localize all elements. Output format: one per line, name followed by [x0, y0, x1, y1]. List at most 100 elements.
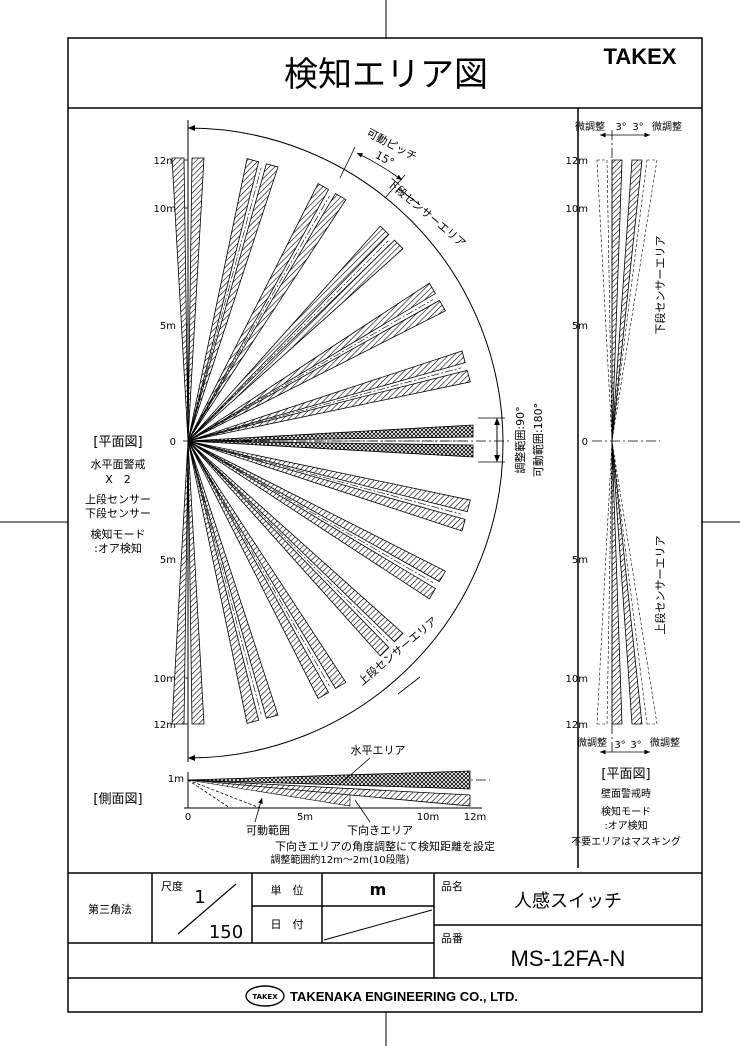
wall-axis-label: 0	[582, 437, 588, 448]
beam-zone	[171, 157, 189, 442]
plan-axis-label: 12m	[154, 156, 176, 167]
beam-zone	[187, 225, 390, 442]
beam-zone	[187, 440, 446, 583]
unit-label: 単 位	[271, 883, 304, 897]
beam-zone	[187, 183, 330, 442]
plan-note-5: 検知モード	[91, 527, 146, 541]
side-view-label: [側面図]	[93, 792, 142, 807]
beam-centerline	[187, 440, 389, 642]
plan-view-label: [平面図]	[93, 435, 142, 450]
plan-fan-beams	[171, 157, 474, 725]
upper-sensor-area-label: 上段センサーエリア	[355, 614, 440, 688]
wall-view: 12m 10m 5m 0 5m 10m 12m 微調整 3° 3° 微調整 微調整 3° 3…	[566, 120, 682, 848]
side-note-1: 下向きエリアの角度調整にて検知距離を設定	[275, 839, 495, 853]
beam-zone	[187, 440, 279, 719]
side-x-label-10m: 10m	[417, 812, 439, 823]
movable-range-arc	[187, 125, 504, 761]
beam-centerline	[187, 367, 462, 442]
beam-zone	[187, 350, 466, 442]
side-x-label-0: 0	[185, 812, 191, 823]
angle-top-left: 3°	[615, 122, 626, 133]
plan-axis-label: 0	[170, 437, 176, 448]
product-no-label: 品番	[441, 932, 463, 945]
plan-note-2: X 2	[105, 473, 131, 486]
side-x-label-5m: 5m	[297, 812, 313, 823]
angle-top-right: 3°	[632, 122, 643, 133]
beam-centerline	[187, 440, 262, 715]
plan-note-4: 下段センサー	[85, 506, 151, 520]
beam-zone	[187, 440, 347, 689]
beam-zone	[187, 299, 446, 442]
wall-upper-area-label: 上段センサーエリア	[653, 536, 667, 635]
beam-zone	[187, 440, 390, 657]
lower-sensor-area-label: 下段センサーエリア	[384, 176, 469, 250]
wall-axis-label: 5m	[572, 321, 588, 332]
fine-adjust-bottom-left: 微調整	[577, 736, 607, 749]
fine-adjust-top-right: 微調整	[652, 120, 682, 133]
beam-centerline	[187, 440, 434, 583]
wall-axis-label: 12m	[566, 156, 588, 167]
wall-axis-label: 5m	[572, 555, 588, 566]
unit-value: m	[370, 880, 387, 899]
wall-note-1: 壁面警戒時	[601, 787, 651, 800]
beam-zone	[187, 369, 471, 442]
beam-zone	[187, 282, 436, 442]
beam-zone	[187, 440, 260, 724]
wall-note-2: 検知モード	[601, 805, 651, 818]
beam-zone	[187, 440, 466, 532]
beam-centerline	[187, 299, 434, 442]
horizontal-area-label: 水平エリア	[351, 744, 406, 757]
downward-area-label: 下向きエリア	[347, 823, 413, 837]
wall-beams	[592, 130, 660, 755]
wall-axis-ticks: 12m 10m 5m 0 5m 10m 12m	[566, 156, 588, 731]
date-label: 日 付	[271, 918, 304, 931]
product-name-label: 品名	[441, 879, 463, 893]
sheet-frame	[67, 37, 703, 1013]
wall-view-label: [平面図]	[601, 767, 650, 782]
beam-zone	[187, 440, 471, 513]
plan-note-1: 水平面警戒	[91, 457, 146, 471]
wall-axis-label: 10m	[566, 204, 588, 215]
wall-axis-label: 10m	[566, 674, 588, 685]
fine-adjust-bottom-right: 微調整	[650, 736, 680, 749]
beam-zone	[171, 440, 189, 725]
scale-denominator: 150	[209, 922, 243, 943]
projection-label: 第三角法	[88, 902, 132, 916]
side-note-2: 調整範囲約12m～2m(10段階)	[270, 853, 409, 866]
beam-zone	[187, 163, 279, 442]
beam-zone	[187, 239, 404, 442]
beam-centerline	[187, 167, 262, 442]
wall-lower-area-label: 下段センサーエリア	[653, 236, 667, 335]
beam-centerline	[187, 440, 330, 687]
product-number: MS-12FA-N	[511, 946, 626, 971]
scale-numerator: 1	[194, 887, 205, 908]
beam-zone	[187, 440, 436, 600]
angle-bottom-left: 3°	[614, 740, 625, 751]
fine-adjust-top-left: 微調整	[575, 120, 605, 133]
plan-axis-label: 5m	[160, 555, 176, 566]
wall-axis-label: 12m	[566, 720, 588, 731]
company-logo: TAKEX	[245, 985, 285, 1007]
beam-zone	[187, 158, 260, 442]
beam-centerline	[187, 440, 462, 515]
product-name: 人感スイッチ	[514, 891, 622, 912]
side-y-label: 1m	[168, 774, 184, 785]
beam-zone	[187, 440, 404, 643]
beam-centerline	[187, 195, 330, 442]
sheet-title: 検知エリア図	[284, 55, 488, 95]
movable-range-side-label: 可動範囲	[246, 823, 290, 837]
company-name: TAKENAKA ENGINEERING CO., LTD.	[290, 989, 518, 1004]
movable-range-label: 可動範囲:180°	[531, 403, 545, 477]
svg-text:TAKEX: TAKEX	[252, 993, 278, 1001]
wall-note-3: :オア検知	[604, 819, 647, 832]
angle-bottom-right: 3°	[630, 740, 641, 751]
beam-zone	[187, 424, 474, 442]
plan-axis-label: 5m	[160, 321, 176, 332]
plan-note-6: :オア検知	[94, 541, 142, 555]
plan-axis-label: 12m	[154, 720, 176, 731]
plan-axis-label: 10m	[154, 204, 176, 215]
side-view: [側面図] 1m 0 5m 10m 12m 水平エリア 可動範囲 下向きエリア …	[93, 744, 495, 866]
side-x-label-12m: 12m	[464, 812, 486, 823]
adjust-range-label: 調整範囲:90°	[513, 406, 527, 473]
